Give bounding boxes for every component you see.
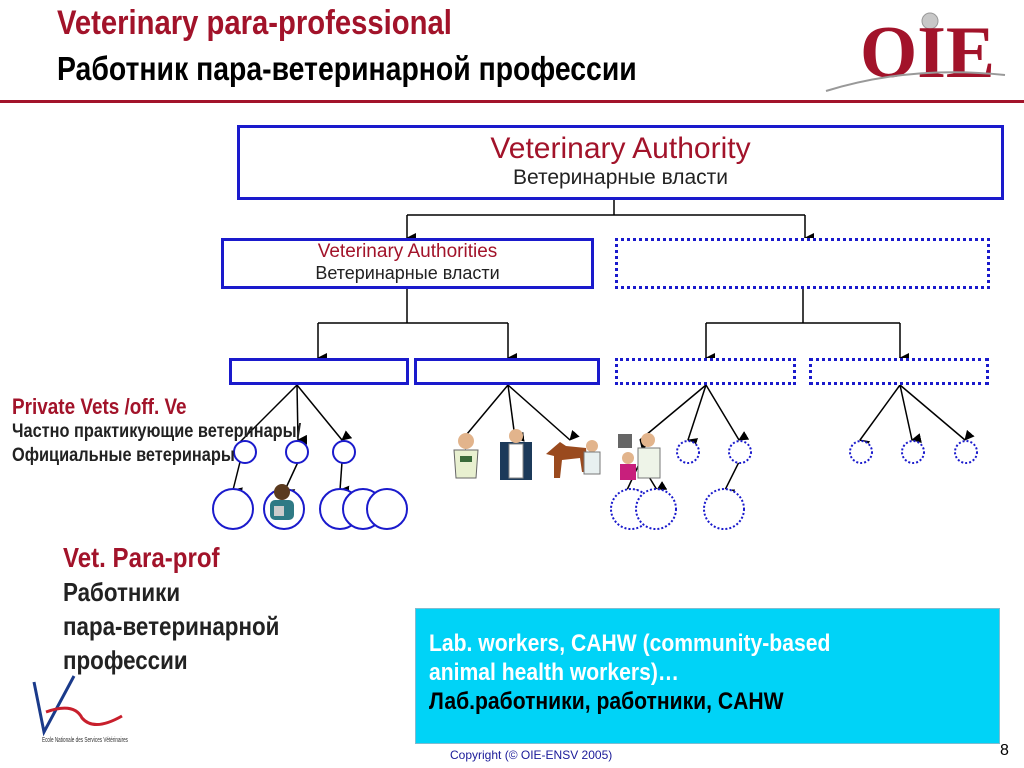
private-vets-ru-line1: Частно практикующие ветеринары/: [12, 421, 302, 442]
para-prof-ru-line2: пара-ветеринарной: [63, 611, 280, 641]
vet-with-child-icon: [618, 433, 661, 480]
ensv-school-logo-text: Ecole Nationale des Services Vétérinaire…: [42, 737, 128, 744]
node-circle-dotted: [849, 440, 873, 464]
worker-figure-icon: [270, 484, 294, 520]
veterinary-authority-ru: Ветеринарные власти: [512, 166, 729, 189]
node-circle: [285, 440, 309, 464]
veterinary-authorities-box: Veterinary Authorities Ветеринарные влас…: [221, 238, 594, 289]
oie-logo: OIE: [825, 12, 1006, 94]
oie-logo-text: OIE: [860, 12, 995, 94]
para-prof-en: Vet. Para-prof: [63, 542, 220, 573]
ensv-school-logo: Ecole Nationale des Services Vétérinaire…: [32, 675, 128, 744]
private-vets-ru-line2: Официальные ветеринары: [12, 445, 235, 466]
unit-box-2: [414, 358, 600, 385]
node-circle-dotted: [954, 440, 978, 464]
veterinary-authority-box: Veterinary Authority Ветеринарные власти: [237, 125, 1004, 200]
node-circle: [233, 440, 257, 464]
info-line-2: animal health workers)…: [429, 659, 680, 686]
copyright-text: Copyright (© OIE-ENSV 2005): [450, 748, 613, 762]
unit-box-3: [615, 358, 796, 385]
node-circle-dotted: [703, 488, 745, 530]
header-divider: [0, 100, 1024, 103]
node-circle-dotted: [676, 440, 700, 464]
para-prof-ru-line3: профессии: [63, 645, 188, 675]
node-circle: [366, 488, 408, 530]
para-prof-ru-line1: Работники: [63, 577, 181, 607]
veterinary-authorities-en: Veterinary Authorities: [317, 241, 498, 262]
unit-box-1: [229, 358, 409, 385]
node-circle-dotted: [901, 440, 925, 464]
info-line-1: Lab. workers, CAHW (community-based: [429, 630, 831, 657]
horse-and-vet-icon: [546, 440, 601, 478]
page-title-ru: Работник пара-ветеринарной профессии: [57, 50, 637, 87]
veterinary-authorities-ru: Ветеринарные власти: [315, 263, 500, 283]
page-title-en: Veterinary para-professional: [57, 4, 452, 42]
private-vets-en: Private Vets /off. Ve: [12, 394, 187, 419]
veterinary-authority-en: Veterinary Authority: [490, 132, 751, 165]
node-circle-dotted: [728, 440, 752, 464]
node-circle: [212, 488, 254, 530]
other-authority-box: [615, 238, 990, 289]
info-box: Lab. workers, CAHW (community-based anim…: [415, 608, 1000, 744]
vet-figure-icon: [453, 433, 479, 479]
info-line-3: Лаб.работники, работники, CAHW: [429, 688, 784, 715]
unit-box-4: [809, 358, 989, 385]
node-circle-dotted: [635, 488, 677, 530]
doctor-figure-icon: [500, 429, 532, 480]
page-number: 8: [1000, 742, 1009, 759]
node-circle: [332, 440, 356, 464]
